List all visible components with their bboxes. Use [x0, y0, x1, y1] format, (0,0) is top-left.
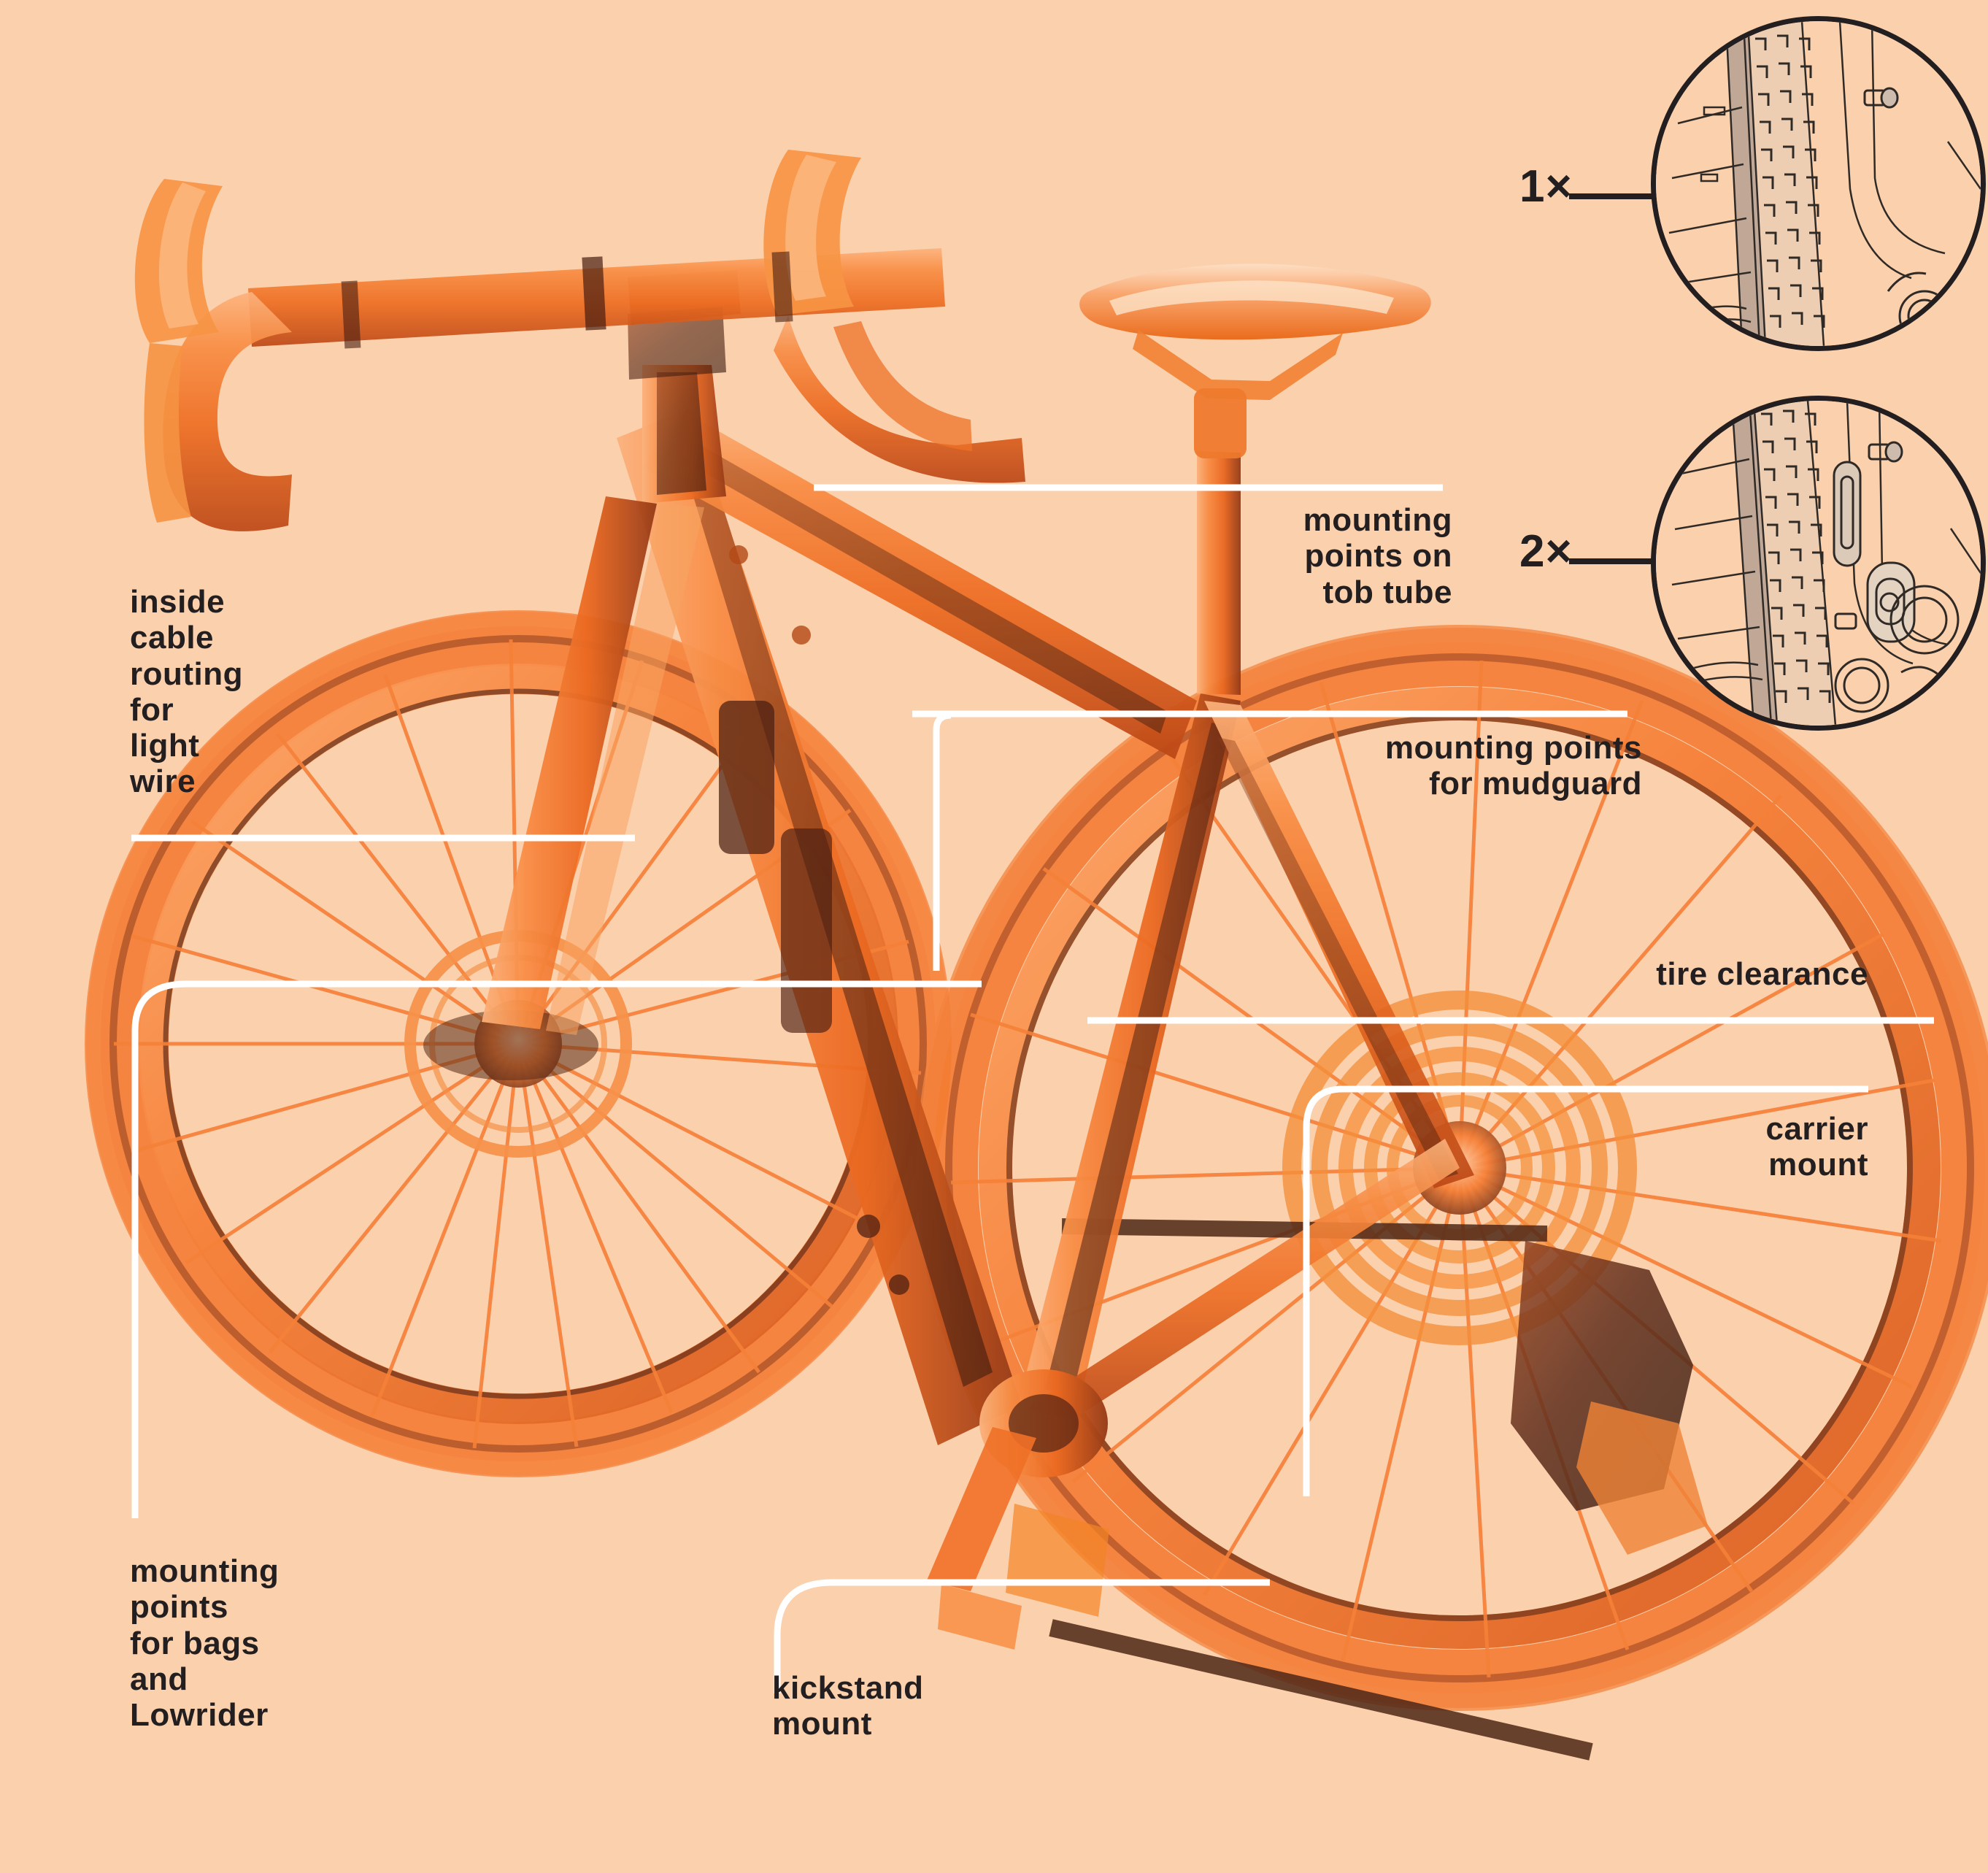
detail-leader-2x	[1569, 558, 1658, 564]
saddle-assembly	[1079, 264, 1431, 695]
callout-carrier-mount: carrier mount	[1765, 1111, 1868, 1183]
callout-cable-routing: inside cable routing for light wire	[130, 584, 244, 800]
callout-mudguard-mounts: mounting points for mudguard	[1384, 730, 1642, 802]
callout-top-tube-mounts: mounting points on tob tube	[1303, 502, 1452, 610]
detail-view-2x	[1651, 396, 1986, 731]
detail-leader-1x	[1569, 193, 1658, 199]
detail-2x-linework	[1656, 401, 1981, 726]
handlebar-assembly	[134, 150, 1025, 531]
detail-view-1x	[1651, 16, 1986, 351]
detail-multiplier-1x: 1×	[1519, 161, 1573, 212]
callout-bags-lowrider-mounts: mounting points for bags and Lowrider	[130, 1553, 280, 1734]
detail-multiplier-2x: 2×	[1519, 526, 1573, 577]
callout-tire-clearance: tire clearance	[1656, 956, 1868, 992]
detail-1x-linework	[1656, 21, 1981, 346]
callout-kickstand-mount: kickstand mount	[772, 1670, 924, 1742]
